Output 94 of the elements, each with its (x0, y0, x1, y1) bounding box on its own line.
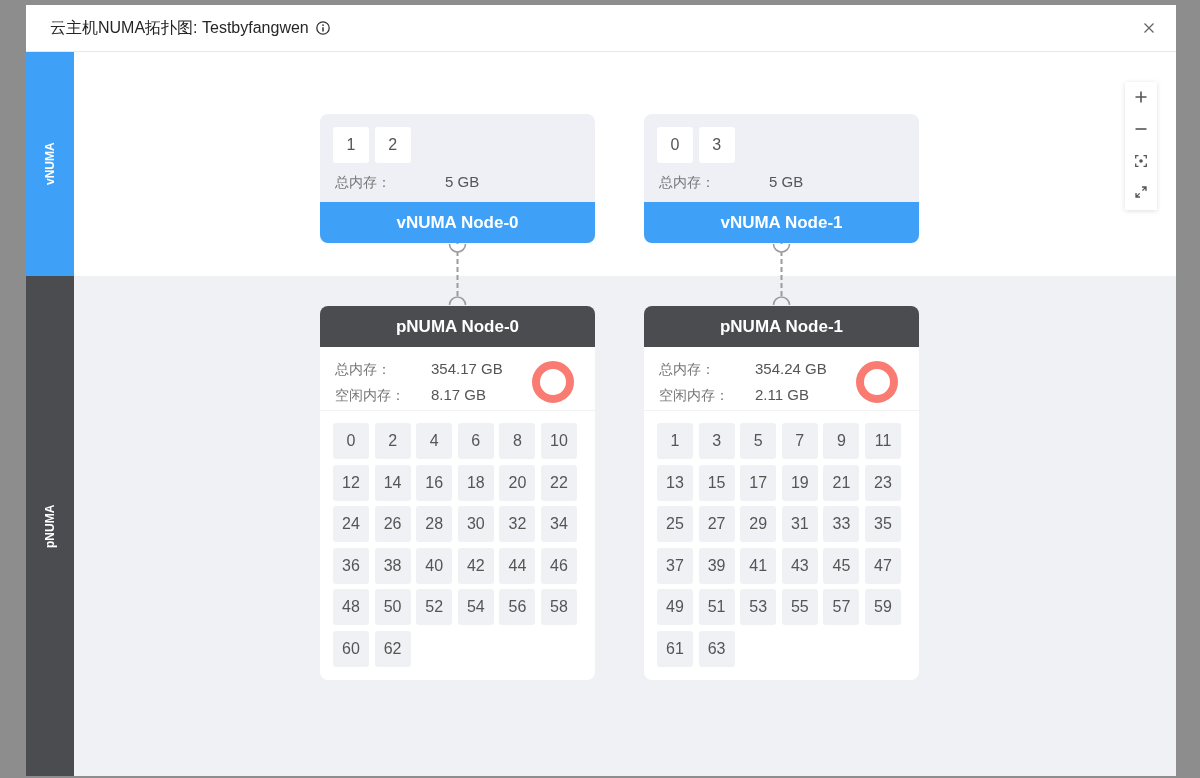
field-label: 总内存： (659, 360, 715, 379)
cpu-chip: 11 (865, 423, 901, 459)
numa-card (320, 114, 595, 243)
field-value: 2.11 GB (755, 385, 809, 405)
cpu-chip: 0 (333, 423, 369, 459)
cpu-chip: 43 (781, 547, 818, 584)
cpu-chip: 7 (781, 423, 818, 459)
cpu-chip: 4 (416, 423, 453, 459)
cpu-chip: 1 (657, 423, 693, 459)
cpu-chip: 59 (865, 589, 901, 626)
cpu-chip: 49 (657, 589, 693, 626)
cpu-chip: 48 (333, 589, 369, 626)
cpu-chip: 47 (865, 547, 901, 584)
dialog-title: 云主机NUMA拓扑图: Testbyfangwen (50, 17, 309, 38)
lane-tab: pNUMA (26, 276, 74, 776)
title-bar: vNUMA Node-1 (644, 202, 919, 243)
cpu-chip: 42 (457, 547, 494, 584)
lane-tab: vNUMA (26, 52, 74, 276)
cpu-chip: 2 (374, 127, 411, 163)
cpu-chip: 9 (823, 423, 860, 459)
field-label: 总内存： (335, 360, 391, 379)
cpu-chip: 0 (657, 127, 693, 163)
cpu-chip: 18 (457, 464, 494, 501)
cpu-chip: 13 (657, 464, 693, 501)
numa-card (320, 306, 595, 680)
cpu-chip: 6 (457, 423, 494, 459)
cpu-chip: 51 (698, 589, 735, 626)
cpu-chip: 57 (823, 589, 860, 626)
cpu-chip: 20 (499, 464, 536, 501)
cpu-chip: 31 (781, 506, 818, 543)
cpu-chip: 10 (541, 423, 577, 459)
title-bar: vNUMA Node-0 (320, 202, 595, 243)
cpu-chip: 5 (740, 423, 777, 459)
cpu-chip: 22 (541, 464, 577, 501)
numa-card (644, 114, 919, 243)
cpu-chip: 54 (457, 589, 494, 626)
cpu-chip: 23 (865, 464, 901, 501)
cpu-chip: 61 (657, 631, 693, 667)
field-label: 总内存： (659, 173, 715, 192)
cpu-chip: 3 (698, 127, 735, 163)
cpu-chip: 36 (333, 547, 369, 584)
cpu-chip: 56 (499, 589, 536, 626)
cpu-chip: 27 (698, 506, 735, 543)
swimlane (26, 276, 1176, 776)
cpu-chip: 29 (740, 506, 777, 543)
cpu-chip: 15 (698, 464, 735, 501)
cpu-chip: 25 (657, 506, 693, 543)
field-value: 354.24 GB (755, 359, 827, 379)
cpu-chip: 19 (781, 464, 818, 501)
numa-card (644, 306, 919, 680)
cpu-chip: 35 (865, 506, 901, 543)
cpu-chip: 33 (823, 506, 860, 543)
cpu-chip: 50 (374, 589, 411, 626)
title-bar: pNUMA Node-1 (644, 306, 919, 347)
cpu-chip: 12 (333, 464, 369, 501)
field-value: 8.17 GB (431, 385, 487, 405)
cpu-chip: 14 (374, 464, 411, 501)
cpu-chip: 8 (499, 423, 536, 459)
field-value: 354.17 GB (431, 359, 503, 379)
cpu-chip: 28 (416, 506, 453, 543)
cpu-chip: 21 (823, 464, 860, 501)
cpu-chip: 41 (740, 547, 777, 584)
cpu-chip: 46 (541, 547, 577, 584)
field-value: 5 GB (445, 172, 480, 192)
cpu-chip: 37 (657, 547, 693, 584)
cpu-chip: 30 (457, 506, 494, 543)
cpu-chip: 38 (374, 547, 411, 584)
field-value: 5 GB (769, 172, 804, 192)
title-bar: pNUMA Node-0 (320, 306, 595, 347)
cpu-chip: 53 (740, 589, 777, 626)
cpu-chip: 45 (823, 547, 860, 584)
cpu-chip: 63 (698, 631, 735, 667)
cpu-chip: 58 (541, 589, 577, 626)
cpu-chip: 3 (698, 423, 735, 459)
field-label: 空闲内存： (659, 386, 729, 405)
cpu-chip: 44 (499, 547, 536, 584)
cpu-chip: 2 (374, 423, 411, 459)
cpu-chip: 55 (781, 589, 818, 626)
cpu-chip: 52 (416, 589, 453, 626)
cpu-chip: 60 (333, 631, 369, 667)
cpu-chip: 39 (698, 547, 735, 584)
cpu-chip: 62 (374, 631, 411, 667)
connector (448, 242, 467, 307)
cpu-chip: 16 (416, 464, 453, 501)
connector (772, 242, 791, 307)
field-label: 空闲内存： (335, 386, 405, 405)
cpu-chip: 17 (740, 464, 777, 501)
cpu-chip: 1 (333, 127, 369, 163)
cpu-chip: 24 (333, 506, 369, 543)
cpu-chip: 34 (541, 506, 577, 543)
cpu-chip: 32 (499, 506, 536, 543)
cpu-chip: 40 (416, 547, 453, 584)
cpu-chip: 26 (374, 506, 411, 543)
field-label: 总内存： (335, 173, 391, 192)
